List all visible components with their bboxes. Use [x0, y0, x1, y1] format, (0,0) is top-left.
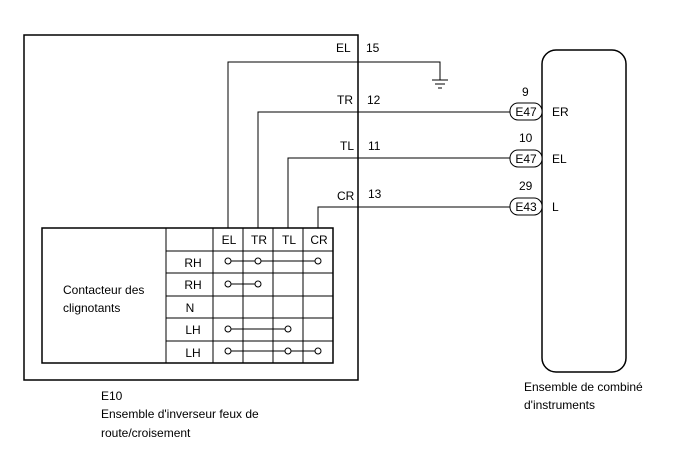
column-header-cr: CR — [310, 233, 328, 247]
wire-pin-13: 13 — [368, 187, 382, 201]
column-header-tr: TR — [251, 233, 267, 247]
continuity-row-rh-2 — [224, 280, 262, 288]
wire-el — [227, 61, 441, 228]
wire-pin-11: 11 — [368, 139, 381, 153]
connector-label-e43-cr: E43 — [515, 200, 537, 214]
terminal-dot — [254, 280, 262, 288]
ground-icon — [432, 79, 448, 89]
switch-name-line2: clignotants — [63, 301, 120, 315]
terminal-dot — [314, 347, 322, 355]
row-label-lh: LH — [185, 323, 200, 337]
terminal-dot — [224, 257, 232, 265]
continuity-row-lh-1 — [224, 325, 292, 333]
wire-pin-15: 15 — [366, 41, 380, 55]
row-label-n: N — [186, 301, 195, 315]
connector-e47-tl — [509, 149, 543, 168]
terminal-dot — [314, 257, 322, 265]
terminal-dot — [224, 347, 232, 355]
wire-cr — [317, 206, 510, 228]
wire-tr — [257, 111, 510, 228]
continuity-row-rh-1 — [224, 257, 322, 265]
terminal-dot — [224, 325, 232, 333]
terminal-dot — [284, 325, 292, 333]
wire-terminal-tl: TL — [340, 139, 354, 153]
cluster-terminal-el: EL — [552, 152, 567, 166]
continuity-row-lh-2 — [224, 347, 322, 355]
wire-tl — [287, 157, 510, 228]
connector-e47-tr — [509, 102, 543, 121]
row-label-rh: RH — [184, 256, 201, 270]
connector-label-e47-tl: E47 — [515, 152, 537, 166]
cluster-terminal-er: ER — [552, 105, 569, 119]
row-label-rh: RH — [184, 278, 201, 292]
row-label-lh: LH — [185, 346, 200, 360]
wire-terminal-tr: TR — [337, 93, 353, 107]
wire-pin-12: 12 — [367, 93, 381, 107]
wire-terminal-cr: CR — [337, 189, 355, 203]
connector-label-e47-tr: E47 — [515, 105, 537, 119]
column-header-el: EL — [222, 233, 237, 247]
terminal-dot — [224, 280, 232, 288]
wire-terminal-el: EL — [336, 41, 351, 55]
switch-assembly-name-line2: route/croisement — [101, 426, 191, 440]
cluster-pin-29: 29 — [519, 179, 533, 193]
cluster-name-line1: Ensemble de combiné — [524, 380, 643, 394]
switch-code: E10 — [101, 389, 123, 403]
cluster-pin-9: 9 — [522, 85, 529, 99]
column-header-tl: TL — [282, 233, 296, 247]
cluster-pin-10: 10 — [519, 131, 533, 145]
switch-assembly-name-line1: Ensemble d'inverseur feux de — [101, 407, 259, 421]
terminal-dot — [284, 347, 292, 355]
terminal-dot — [254, 257, 262, 265]
switch-name-line1: Contacteur des — [63, 283, 144, 297]
connector-e43-cr — [509, 197, 543, 216]
switch-table — [41, 227, 334, 364]
cluster-terminal-l: L — [552, 200, 559, 214]
instrument-cluster-box — [541, 49, 627, 373]
cluster-name-line2: d'instruments — [524, 398, 595, 412]
